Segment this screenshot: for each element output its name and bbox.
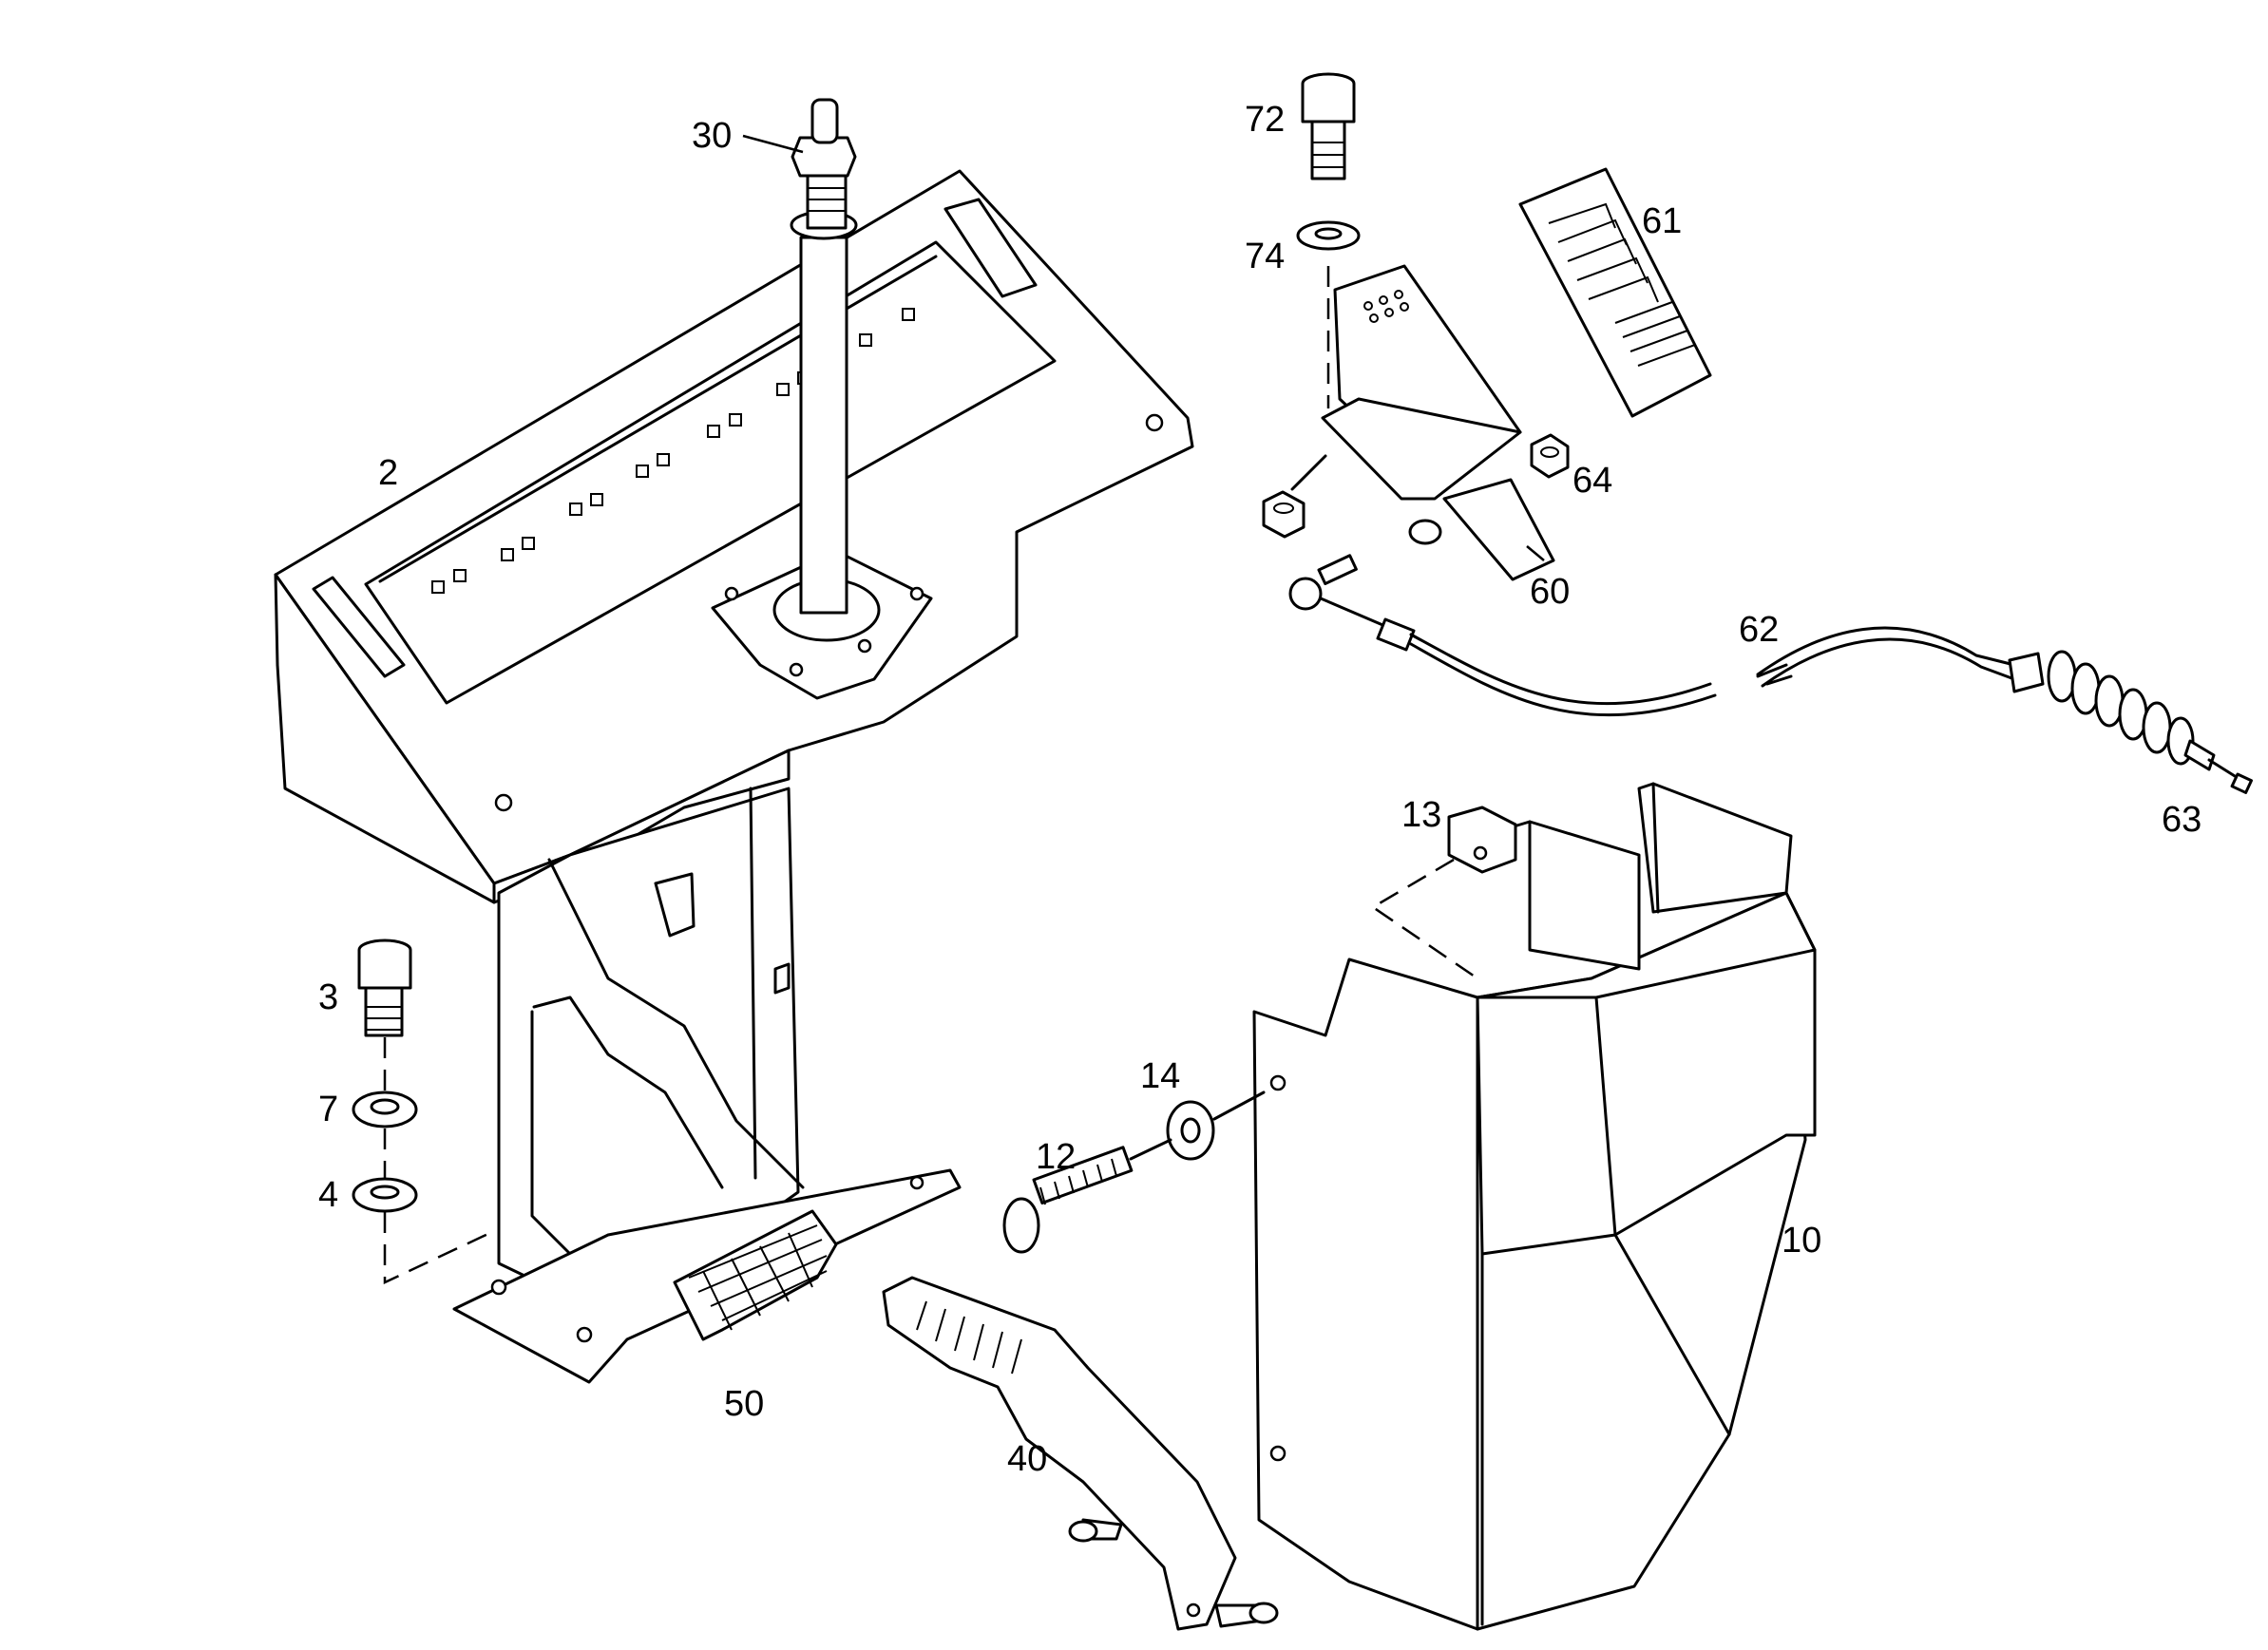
leader-bolt-3	[383, 1037, 495, 1284]
label-p13: 13	[1401, 795, 1441, 835]
label-p12: 12	[1036, 1137, 1076, 1177]
label-p7: 7	[318, 1090, 338, 1129]
bolt-72	[1301, 72, 1356, 180]
leader-nut-lower	[1290, 454, 1327, 491]
label-p14: 14	[1140, 1056, 1180, 1096]
washer-14	[1166, 1100, 1215, 1161]
bolt-3	[357, 939, 412, 1037]
nut-64	[1530, 433, 1570, 479]
nut-lower	[1262, 490, 1306, 539]
cable-end-63	[2008, 650, 2254, 794]
steering-stalk	[790, 98, 858, 615]
label-p3: 3	[318, 977, 338, 1017]
console-housing	[274, 169, 1194, 904]
label-p2: 2	[378, 453, 398, 493]
screw-12	[1002, 1146, 1134, 1254]
leader-screw-12	[1129, 1091, 1266, 1161]
pedal-pad-61	[1518, 167, 1712, 418]
washer-4	[352, 1177, 418, 1213]
washer-7	[352, 1091, 418, 1128]
pedal-50	[673, 1209, 838, 1341]
label-p50: 50	[724, 1384, 764, 1424]
label-p60: 60	[1530, 572, 1570, 612]
leader-clip-13	[1370, 858, 1478, 980]
clip-13	[1447, 806, 1517, 874]
label-p61: 61	[1642, 201, 1682, 241]
label-p62: 62	[1739, 610, 1779, 650]
label-p74: 74	[1245, 237, 1285, 276]
part-labels: 2 3 4 7 10 12 13 14 30 40 50 60 61 62 63…	[318, 100, 2201, 1479]
washer-74	[1296, 220, 1361, 251]
accelerator-pedal-60	[1321, 264, 1555, 581]
leader-30	[742, 134, 804, 154]
label-p10: 10	[1782, 1221, 1821, 1261]
handle-40	[882, 1276, 1279, 1631]
label-p4: 4	[318, 1175, 338, 1215]
label-p30: 30	[692, 116, 732, 156]
label-p72: 72	[1245, 100, 1285, 140]
cable-62	[1288, 554, 2016, 716]
label-p64: 64	[1572, 461, 1612, 501]
label-p63: 63	[2162, 800, 2201, 840]
label-p40: 40	[1007, 1439, 1047, 1479]
leader-60	[1526, 545, 1545, 561]
cover-10	[1252, 782, 1817, 1631]
